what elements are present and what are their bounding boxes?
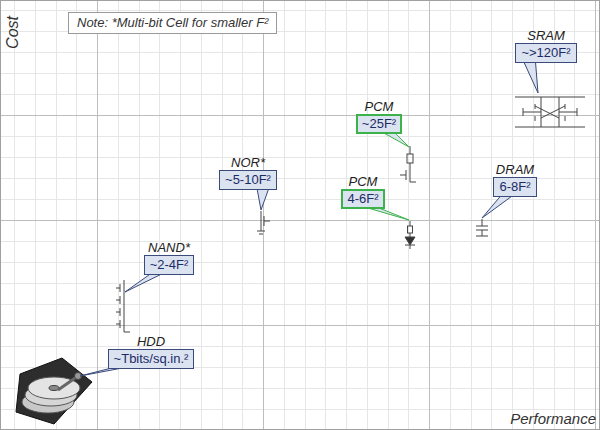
minor-grid-line xyxy=(14,1,15,430)
minor-grid-line xyxy=(1,367,600,368)
minor-grid-line xyxy=(284,1,285,430)
callout-pointer xyxy=(125,273,164,292)
note-box: Note: *Multi-bit Cell for smaller F² xyxy=(68,12,277,34)
minor-grid-line xyxy=(76,1,77,430)
major-grid-line xyxy=(1,115,600,116)
minor-grid-line xyxy=(1,388,600,389)
pcm-transistor-cell-symbol xyxy=(400,146,416,182)
minor-grid-line xyxy=(554,1,555,430)
minor-grid-line xyxy=(305,1,306,430)
minor-grid-line xyxy=(574,1,575,430)
callout-box: PCM~25F² xyxy=(356,99,402,134)
callout-box: DRAM6-8F² xyxy=(493,162,536,197)
minor-grid-line xyxy=(1,241,600,242)
minor-grid-line xyxy=(201,1,202,430)
minor-grid-line xyxy=(1,10,600,11)
callout-box: PCM4-6F² xyxy=(341,174,384,209)
major-grid-line xyxy=(1,325,600,326)
minor-grid-line xyxy=(1,73,600,74)
minor-grid-line xyxy=(450,1,451,430)
callout-heading: PCM xyxy=(349,174,378,189)
note-text: Note: *Multi-bit Cell for smaller F² xyxy=(68,12,277,34)
callout-pointer xyxy=(382,132,409,147)
callout-heading: SRAM xyxy=(527,28,565,43)
minor-grid-line xyxy=(1,346,600,347)
major-grid-line xyxy=(263,1,264,430)
minor-grid-line xyxy=(471,1,472,430)
callout-heading: NAND* xyxy=(148,240,190,255)
minor-grid-line xyxy=(1,283,600,284)
axis-label: Performance xyxy=(510,410,596,427)
minor-grid-line xyxy=(35,1,36,430)
major-grid-line xyxy=(429,1,430,430)
minor-grid-line xyxy=(222,1,223,430)
minor-grid-line xyxy=(408,1,409,430)
minor-grid-line xyxy=(1,136,600,137)
minor-grid-line xyxy=(388,1,389,430)
sram-cell-symbol xyxy=(515,97,585,127)
dram-capacitor-symbol xyxy=(476,219,488,236)
callout-heading: DRAM xyxy=(496,162,534,177)
hard-disk-illustration xyxy=(16,358,92,424)
major-grid-line xyxy=(595,1,596,430)
callout-pointer xyxy=(257,188,269,210)
callout-box: SRAM~>120F² xyxy=(515,28,576,63)
minor-grid-line xyxy=(1,94,600,95)
minor-grid-line xyxy=(325,1,326,430)
callout-pointer xyxy=(523,61,538,93)
callout-pointer xyxy=(482,195,513,218)
minor-grid-line xyxy=(346,1,347,430)
major-grid-line xyxy=(1,220,600,221)
callout-box: NAND*~2-4F² xyxy=(144,240,195,275)
major-grid-line xyxy=(97,1,98,430)
callout-value: ~>120F² xyxy=(515,43,576,63)
nand-string-symbol xyxy=(116,280,130,332)
minor-grid-line xyxy=(367,1,368,430)
minor-grid-line xyxy=(512,1,513,430)
callout-value: ~25F² xyxy=(356,114,402,134)
callout-heading: PCM xyxy=(365,99,394,114)
nor-cell-symbol xyxy=(257,211,270,234)
callout-value: 6-8F² xyxy=(493,177,536,197)
callout-value: 4-6F² xyxy=(341,189,384,209)
callout-heading: HDD xyxy=(137,334,165,349)
callout-box: HDD~Tbits/sq.in.² xyxy=(108,334,195,369)
pcm-diode-cell-symbol xyxy=(405,221,415,249)
minor-grid-line xyxy=(1,199,600,200)
callout-value: ~Tbits/sq.in.² xyxy=(108,349,195,369)
minor-grid-line xyxy=(1,52,600,53)
minor-grid-line xyxy=(491,1,492,430)
callout-box: NOR*~5-10F² xyxy=(219,155,277,190)
minor-grid-line xyxy=(1,304,600,305)
callout-heading: NOR* xyxy=(231,155,265,170)
callout-value: ~2-4F² xyxy=(144,255,195,275)
minor-grid-line xyxy=(1,262,600,263)
minor-grid-line xyxy=(1,409,600,410)
callout-value: ~5-10F² xyxy=(219,170,277,190)
minor-grid-line xyxy=(242,1,243,430)
minor-grid-line xyxy=(1,157,600,158)
axis-label: Cost xyxy=(4,16,22,49)
